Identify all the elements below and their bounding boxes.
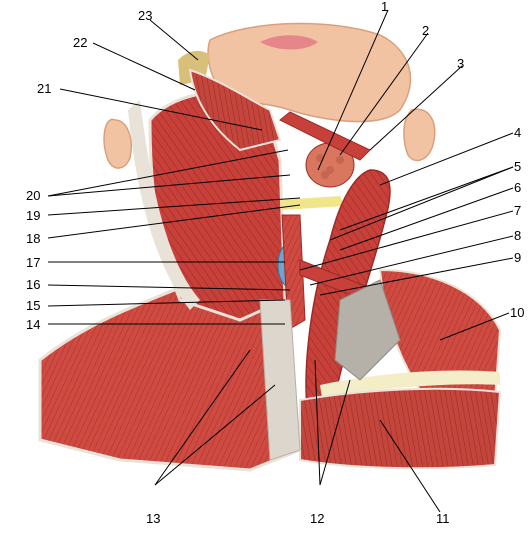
label-17: 17 bbox=[26, 255, 41, 270]
right-ear bbox=[403, 108, 436, 162]
label-3: 3 bbox=[457, 56, 465, 71]
label-23: 23 bbox=[138, 8, 153, 23]
left-ear bbox=[103, 118, 132, 169]
pectoralis-muscle bbox=[299, 387, 502, 470]
label-16: 16 bbox=[26, 277, 41, 292]
label-15: 15 bbox=[26, 298, 41, 313]
label-6: 6 bbox=[514, 180, 522, 195]
label-10: 10 bbox=[510, 305, 525, 320]
label-8: 8 bbox=[514, 228, 522, 243]
label-11: 11 bbox=[436, 511, 450, 526]
label-9: 9 bbox=[514, 250, 522, 265]
label-14: 14 bbox=[26, 317, 41, 332]
hyoid-tendon bbox=[280, 196, 345, 210]
label-20: 20 bbox=[26, 188, 41, 203]
label-1: 1 bbox=[381, 0, 389, 14]
label-19: 19 bbox=[26, 208, 41, 223]
label-13: 13 bbox=[146, 511, 161, 526]
label-22: 22 bbox=[73, 35, 88, 50]
label-4: 4 bbox=[514, 125, 522, 140]
lips bbox=[260, 35, 318, 50]
label-21: 21 bbox=[37, 81, 52, 96]
label-12: 12 bbox=[310, 511, 325, 526]
label-2: 2 bbox=[422, 23, 430, 38]
label-5: 5 bbox=[514, 159, 522, 174]
label-7: 7 bbox=[514, 203, 522, 218]
label-18: 18 bbox=[26, 231, 41, 246]
